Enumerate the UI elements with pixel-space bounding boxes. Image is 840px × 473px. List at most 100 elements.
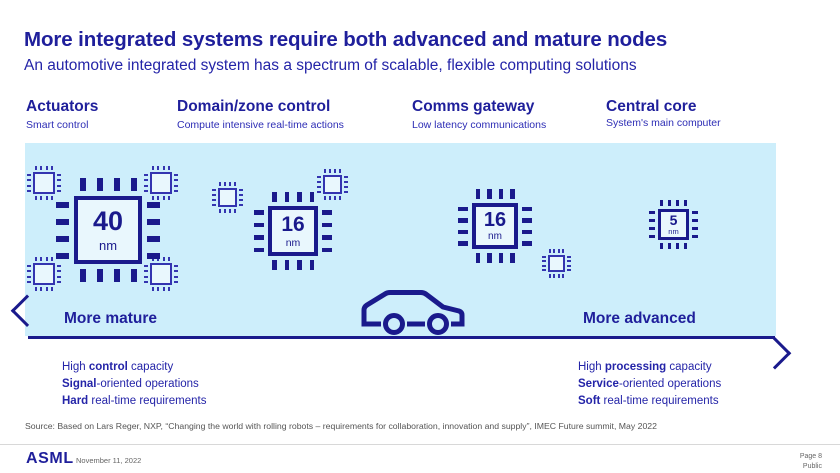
chip-pin — [324, 169, 327, 173]
chip-pin — [45, 257, 48, 261]
bullet-post: real-time requirements — [88, 394, 207, 407]
chip-pin — [151, 287, 154, 291]
chip-pin — [498, 253, 503, 263]
chip-unit: nm — [488, 231, 502, 242]
chip-pin — [542, 268, 546, 271]
chip-pin — [212, 198, 216, 201]
chip-pin — [458, 206, 468, 211]
chip-pin — [157, 287, 160, 291]
chip-pin — [458, 241, 468, 246]
chip-pin — [57, 264, 61, 267]
chip-pin — [344, 185, 348, 188]
chip-pin — [692, 211, 698, 215]
chip-pin — [144, 173, 148, 176]
chip-pin — [144, 270, 148, 273]
chip-pin — [239, 189, 243, 192]
chip-pin — [27, 173, 31, 176]
chip-pin — [487, 189, 492, 199]
chip-pin — [553, 274, 556, 278]
chip-pin — [57, 281, 61, 284]
column-title: Central core — [606, 98, 697, 115]
list-item: Service-oriented operations — [578, 376, 721, 393]
chip-pin — [212, 194, 216, 197]
chip-pin — [254, 210, 264, 215]
chip-pin — [272, 192, 277, 202]
chip-pin — [233, 209, 236, 213]
chip-pin — [157, 257, 160, 261]
chip-pin — [322, 235, 332, 240]
chip-pin — [297, 192, 302, 202]
bullet-post: -oriented operations — [618, 377, 722, 390]
chip-pin — [144, 184, 148, 187]
chip-pin — [692, 226, 698, 230]
chip-pin — [168, 166, 171, 170]
chip-unit: nm — [98, 238, 118, 253]
chip-pin — [660, 243, 664, 249]
chip-pin — [317, 181, 321, 184]
chip-pin — [333, 196, 336, 200]
chip-pin — [338, 196, 341, 200]
chip-pin — [458, 229, 468, 234]
chip-value: 40 — [92, 206, 124, 236]
chip-pin — [51, 287, 54, 291]
chip-pin — [113, 178, 120, 191]
chip-pin — [239, 194, 243, 197]
chip-pin — [40, 287, 43, 291]
chip-pin — [57, 190, 61, 193]
bullet-list-advanced: High processing capacity Service-oriente… — [578, 359, 721, 410]
chip-pin — [57, 270, 61, 273]
chip-pin — [561, 249, 564, 253]
satellite-chip-icon — [33, 172, 55, 194]
column-header-central-core: Central core System's main computer — [606, 98, 721, 129]
chip-pin — [683, 200, 687, 206]
chip-pin — [162, 166, 165, 170]
column-title: Actuators — [26, 98, 99, 115]
chip-pin — [162, 196, 165, 200]
chip-pin — [317, 185, 321, 188]
bullet-bold: control — [88, 361, 128, 373]
chip-pin — [40, 196, 43, 200]
satellite-chip-icon — [150, 172, 172, 194]
chip-value: 16 — [281, 212, 305, 236]
satellite-chip-icon — [323, 175, 342, 194]
chip-pin — [174, 190, 178, 193]
chip-pin — [322, 222, 332, 227]
chip-pin — [239, 203, 243, 206]
chip-pin — [224, 209, 227, 213]
node-chip-40nm: 40 nm — [74, 196, 142, 264]
chip-pin — [147, 218, 160, 225]
chip-pin — [51, 196, 54, 200]
chip-pin — [56, 201, 69, 208]
chip-pin — [147, 252, 160, 259]
chip-pin — [668, 200, 672, 206]
chip-pin — [79, 269, 86, 282]
chip-pin — [147, 201, 160, 208]
chip-pin — [40, 166, 43, 170]
chip-pin — [174, 179, 178, 182]
chip-pin — [219, 182, 222, 186]
chip-pin — [27, 184, 31, 187]
car-icon — [361, 290, 465, 335]
chip-pin — [522, 218, 532, 223]
chip-pin — [254, 235, 264, 240]
chip-pin — [27, 270, 31, 273]
chip-pin — [458, 218, 468, 223]
satellite-chip-icon — [150, 263, 172, 285]
bullet-post: capacity — [127, 361, 174, 373]
column-subtitle: System's main computer — [606, 116, 721, 129]
chip-pin — [51, 166, 54, 170]
satellite-chip-icon — [548, 255, 565, 272]
chip-pin — [57, 179, 61, 182]
chip-pin — [254, 222, 264, 227]
chip-pin — [151, 166, 154, 170]
chip-pin — [45, 287, 48, 291]
chip-pin — [284, 260, 289, 270]
chip-pin — [144, 264, 148, 267]
chip-pin — [344, 190, 348, 193]
bullet-bold: Signal — [62, 377, 97, 390]
chip-pin — [56, 235, 69, 242]
chip-pin — [567, 260, 571, 263]
bullet-list-mature: High control capacity Signal-oriented op… — [62, 359, 206, 410]
chip-pin — [96, 178, 103, 191]
